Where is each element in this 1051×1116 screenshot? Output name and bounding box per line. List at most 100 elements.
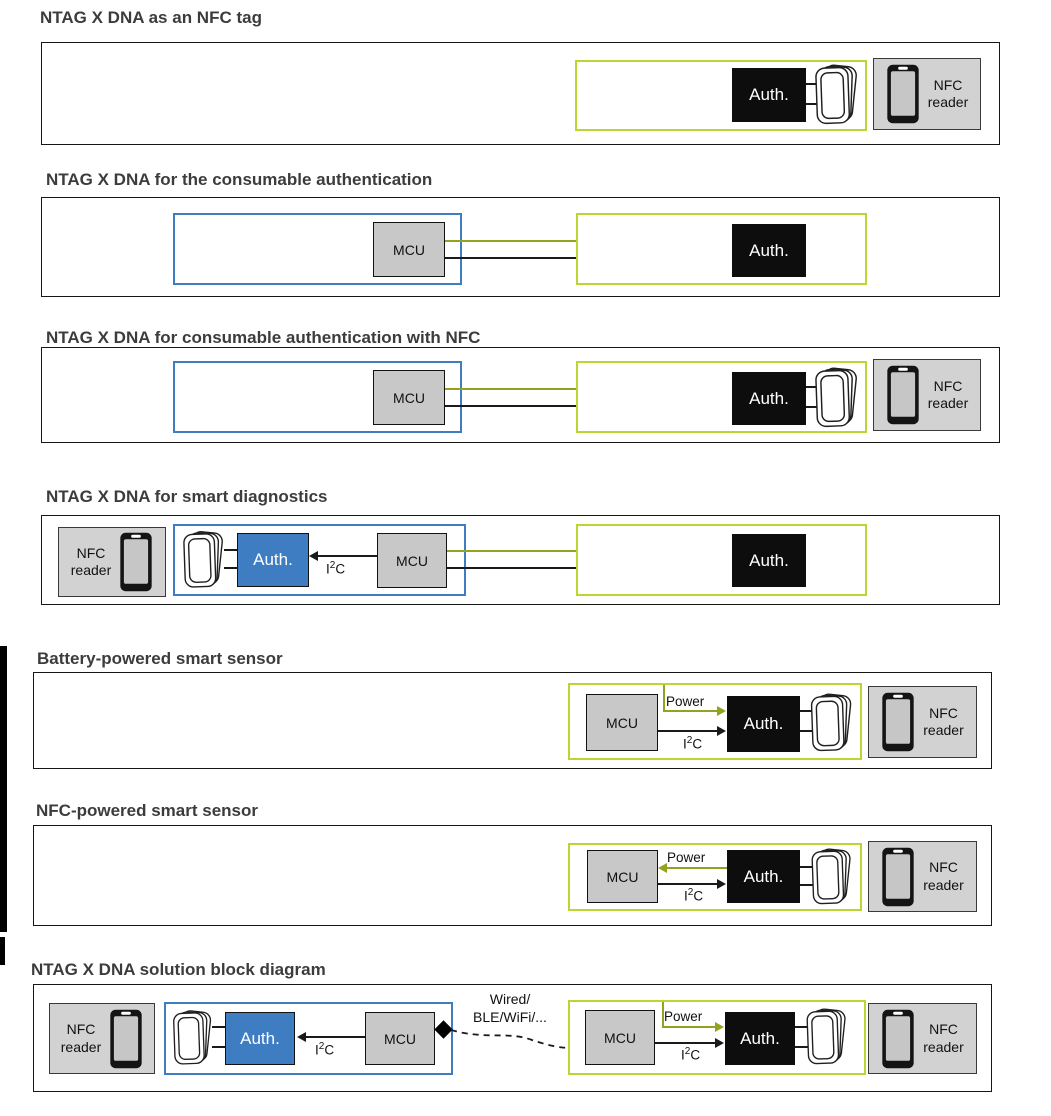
antenna-coil-icon <box>810 63 862 127</box>
power-arrow <box>658 863 667 873</box>
mcu-block: MCU <box>586 694 658 751</box>
i2c-label: I2C <box>681 1046 701 1063</box>
antenna-coil-icon <box>179 529 227 591</box>
auth-block-blue: Auth. <box>225 1012 295 1065</box>
antenna-connector <box>224 567 237 569</box>
auth-label: Auth. <box>749 388 789 408</box>
link-label-line2: BLE/WiFi/... <box>473 1009 547 1025</box>
mcu-label: MCU <box>606 868 639 885</box>
i2c-line <box>658 730 718 732</box>
i2c-arrow <box>297 1032 306 1042</box>
mcu-block: MCU <box>377 533 447 588</box>
i2c-label: I2C <box>683 735 703 752</box>
antenna-connector <box>800 710 812 712</box>
i2c-label: I2C <box>326 560 346 577</box>
mcu-block: MCU <box>587 850 658 903</box>
mcu-block: MCU <box>585 1010 655 1065</box>
power-line <box>667 867 727 869</box>
antenna-connector <box>800 884 813 886</box>
antenna-connector <box>224 549 237 551</box>
auth-label: Auth. <box>253 550 293 569</box>
antenna-coil-icon <box>800 1007 852 1067</box>
antenna-connector <box>806 386 820 388</box>
power-arrow <box>717 706 726 716</box>
auth-label: Auth. <box>749 85 789 104</box>
antenna-connector <box>800 866 813 868</box>
auth-block-blue: Auth. <box>237 533 309 587</box>
section-title: NTAG X DNA for consumable authentication… <box>46 328 481 347</box>
auth-block: Auth. <box>732 372 806 425</box>
i2c-label: I2C <box>684 887 704 904</box>
auth-block: Auth. <box>732 534 806 587</box>
phone-icon <box>109 1009 143 1069</box>
auth-label: Auth. <box>240 1028 280 1048</box>
mcu-label: MCU <box>384 1030 416 1047</box>
power-label: Power <box>664 1009 703 1024</box>
i2c-line <box>658 883 718 885</box>
i2c-line <box>655 1042 716 1044</box>
i2c-arrow <box>717 879 726 889</box>
section-title: NTAG X DNA as an NFC tag <box>40 8 262 27</box>
power-arrow <box>715 1022 724 1032</box>
i2c-line <box>305 1036 365 1038</box>
section-title: NFC-powered smart sensor <box>36 801 258 820</box>
i2c-arrow <box>717 726 726 736</box>
auth-label: Auth. <box>749 550 789 570</box>
link-label-line1: Wired/ <box>489 991 531 1007</box>
section-title: NTAG X DNA solution block diagram <box>31 960 326 979</box>
mcu-label: MCU <box>604 1029 636 1046</box>
tag-boundary-box <box>576 524 867 596</box>
mcu-block: MCU <box>373 370 445 425</box>
phone-icon <box>886 64 920 124</box>
power-label: Power <box>666 694 705 709</box>
antenna-connector <box>806 103 820 105</box>
phone-icon <box>119 532 153 592</box>
auth-label: Auth. <box>743 714 784 733</box>
mcu-block: MCU <box>365 1012 435 1065</box>
power-label: Power <box>667 850 706 865</box>
auth-label: Auth. <box>743 866 784 886</box>
auth-label: Auth. <box>749 240 789 260</box>
antenna-coil-icon <box>805 692 857 754</box>
phone-icon <box>886 365 920 425</box>
mcu-label: MCU <box>393 389 425 406</box>
auth-label: Auth. <box>740 1028 780 1048</box>
auth-block: Auth. <box>732 68 806 122</box>
antenna-connector <box>795 1046 808 1048</box>
i2c-line <box>317 555 377 557</box>
antenna-connector <box>806 83 820 85</box>
auth-block: Auth. <box>725 1012 795 1065</box>
antenna-connector <box>800 730 812 732</box>
power-line <box>663 710 718 712</box>
antenna-connector <box>795 1026 808 1028</box>
mcu-label: MCU <box>606 714 638 731</box>
auth-block: Auth. <box>727 696 800 752</box>
left-margin-bar <box>0 646 7 932</box>
auth-block: Auth. <box>732 224 806 277</box>
power-line <box>662 1026 716 1028</box>
tag-boundary-box <box>576 213 867 285</box>
antenna-coil-icon <box>806 847 856 907</box>
power-line-vertical <box>663 685 665 711</box>
mcu-label: MCU <box>393 241 425 258</box>
mcu-block: MCU <box>373 222 445 277</box>
i2c-arrow <box>715 1038 724 1048</box>
section-title: NTAG X DNA for smart diagnostics <box>46 487 328 506</box>
antenna-connector <box>806 406 820 408</box>
i2c-label: I2C <box>315 1041 335 1058</box>
antenna-connector <box>212 1046 225 1048</box>
mcu-label: MCU <box>396 552 428 569</box>
